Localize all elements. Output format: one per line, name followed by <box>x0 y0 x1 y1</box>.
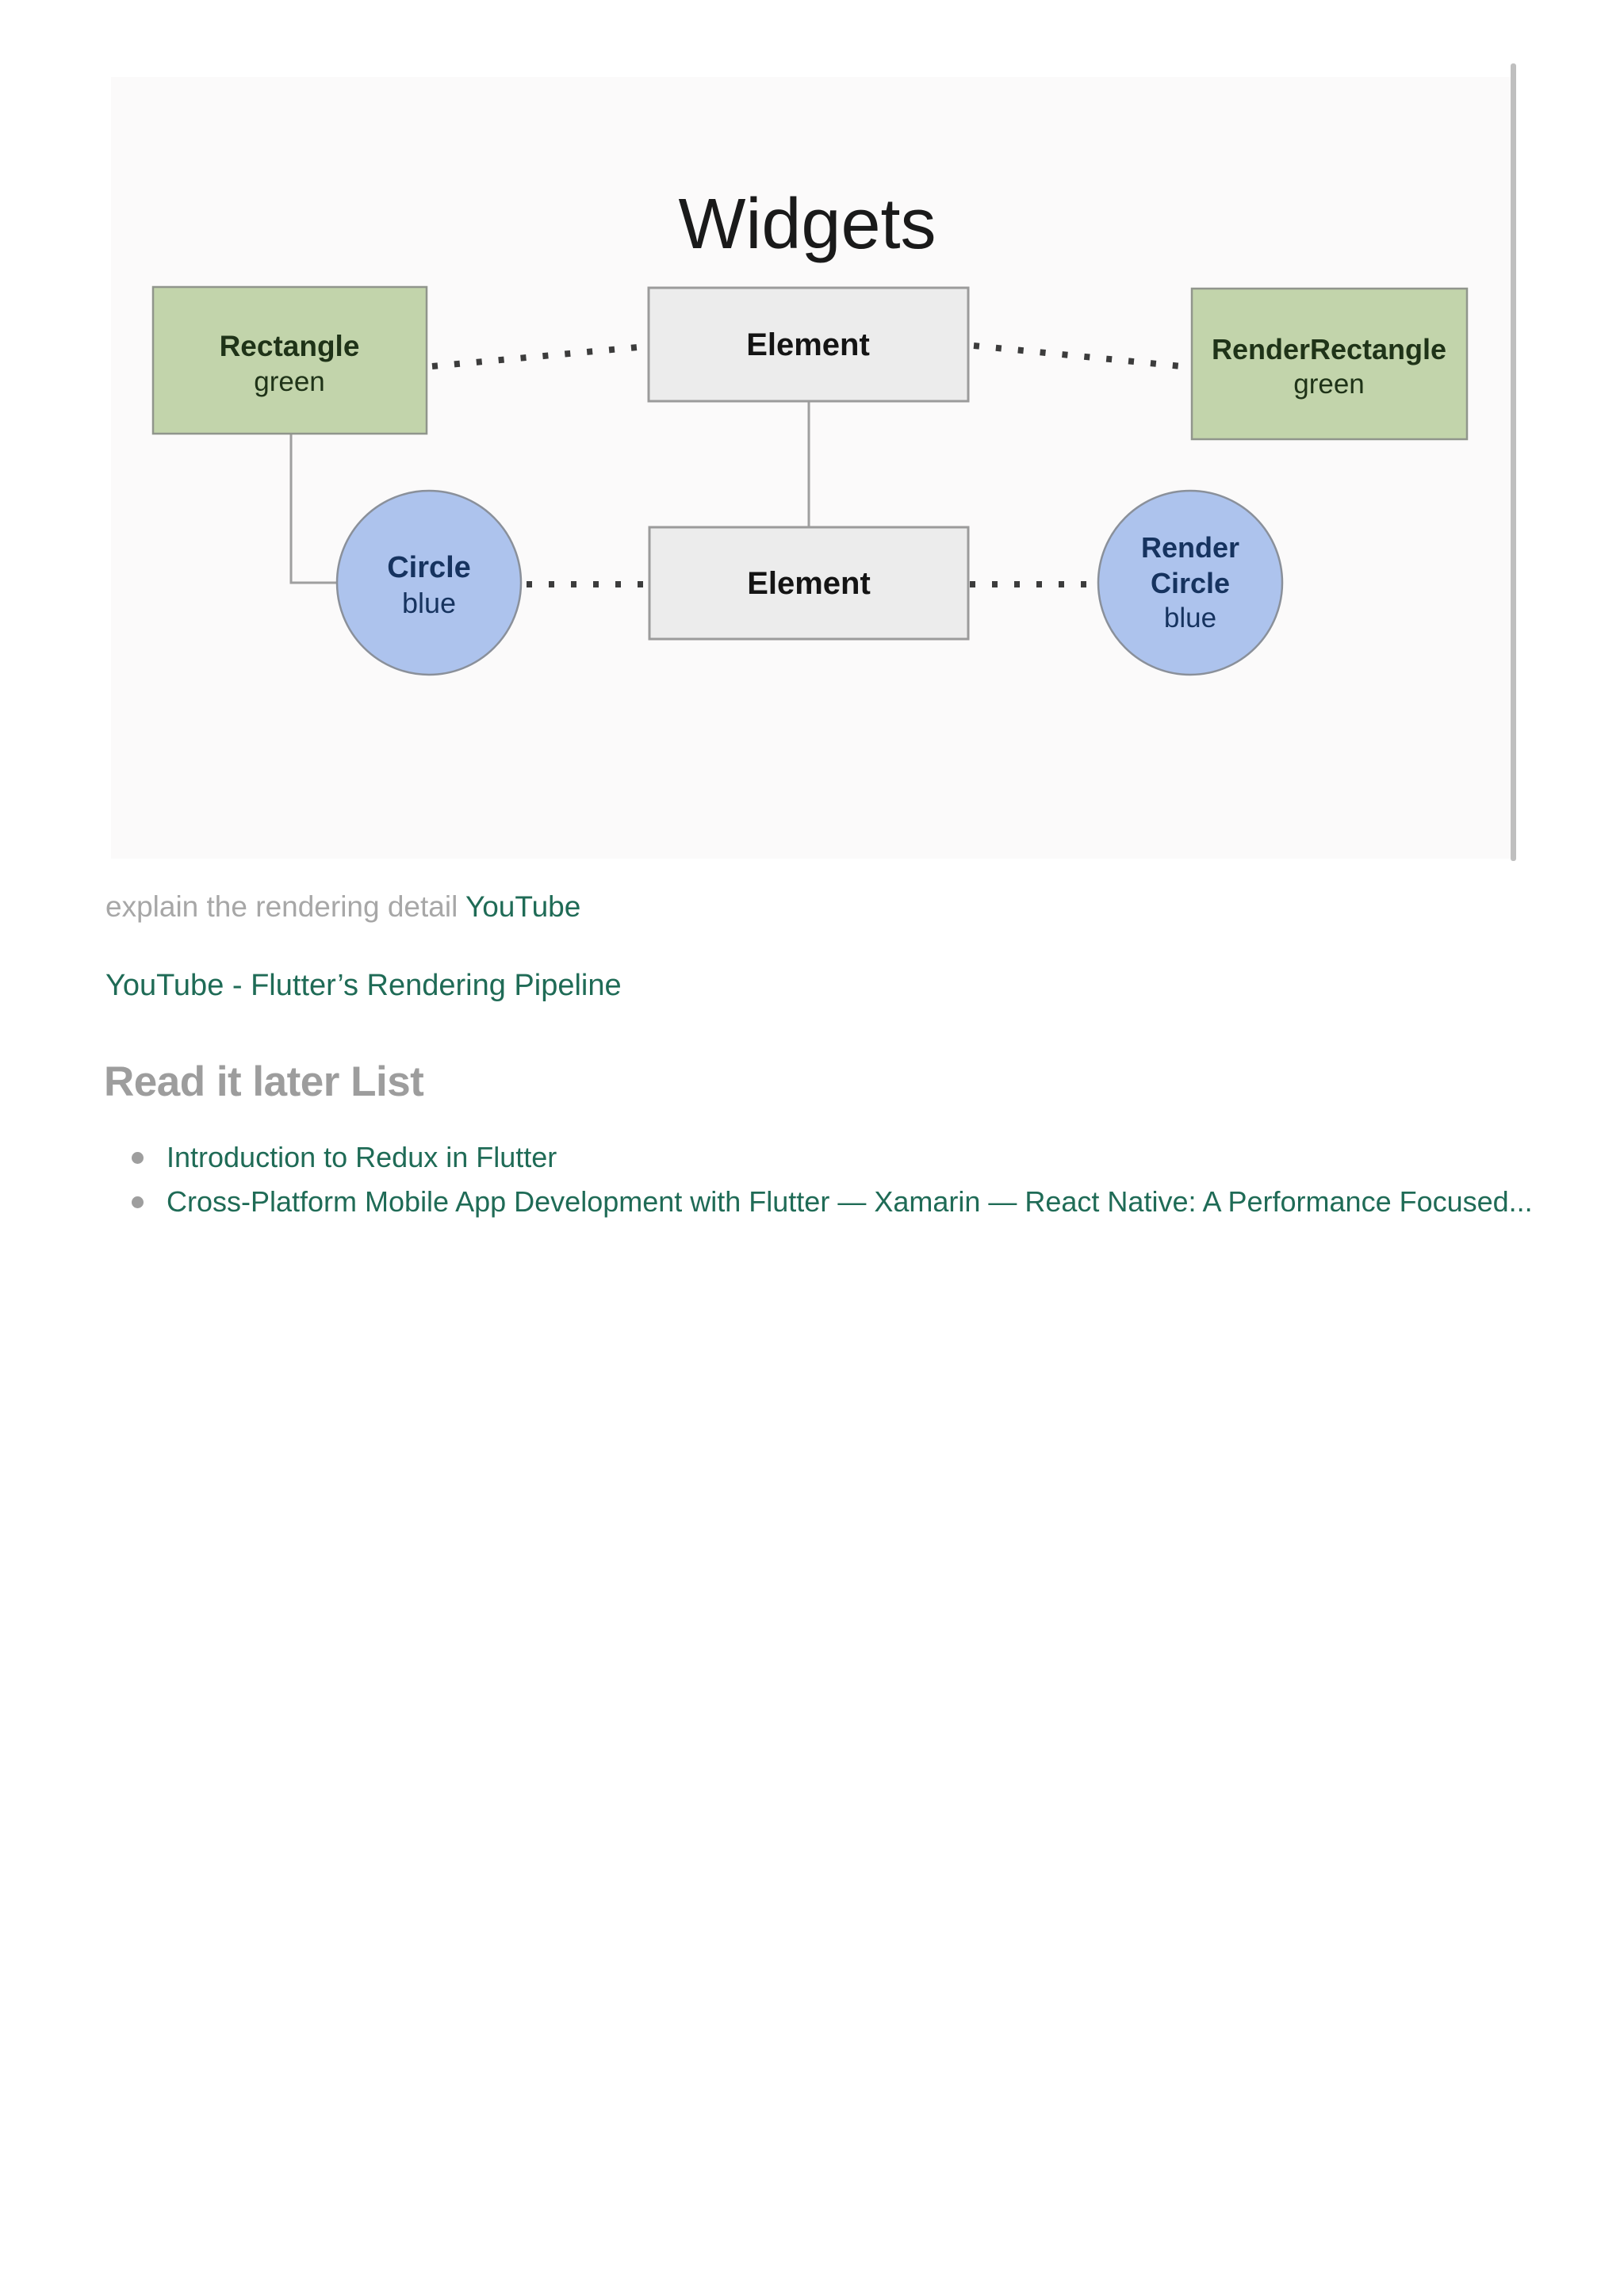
read-it-later-list: Introduction to Redux in Flutter Cross-P… <box>127 1135 1554 1224</box>
diagram-title: Widgets <box>678 185 936 264</box>
image-scrollbar[interactable] <box>1511 63 1516 861</box>
node-render-rectangle-label: RenderRectangle <box>1212 333 1446 365</box>
node-render-rectangle-sublabel: green <box>1293 369 1365 400</box>
node-rectangle <box>151 285 428 435</box>
list-item-link-redux[interactable]: Introduction to Redux in Flutter <box>167 1141 557 1173</box>
widgets-diagram: Widgets Rectangle green Element RenderRe… <box>151 185 1469 676</box>
node-render-rectangle <box>1190 287 1469 441</box>
node-render-circle-label: Render <box>1141 531 1239 564</box>
note-caption-line: explain the rendering detail YouTube <box>105 888 580 926</box>
dotted-connector-element-renderrectangle <box>973 342 1190 370</box>
node-rectangle-sublabel: green <box>254 366 325 397</box>
node-circle-sublabel: blue <box>402 587 456 619</box>
youtube-link[interactable]: YouTube <box>465 890 581 923</box>
node-rectangle-label: Rectangle <box>220 330 360 362</box>
node-render-circle <box>1097 489 1284 676</box>
bullet-icon <box>132 1196 144 1208</box>
node-element-top-label: Element <box>746 327 870 362</box>
node-render-circle-label2: Circle <box>1151 567 1230 599</box>
caption-gray-text: explain the rendering detail <box>105 890 458 923</box>
list-item-link-crossplatform[interactable]: Cross-Platform Mobile App Development wi… <box>167 1185 1533 1218</box>
solid-connector-rectangle-circle <box>289 434 337 584</box>
list-item: Introduction to Redux in Flutter <box>127 1135 1554 1180</box>
flutter-rendering-pipeline-link[interactable]: YouTube - Flutter’s Rendering Pipeline <box>105 969 622 1002</box>
node-element-bottom <box>648 526 970 641</box>
node-element-top <box>647 286 970 403</box>
node-circle <box>335 489 523 676</box>
embedded-diagram-image[interactable]: Widgets Rectangle green Element RenderRe… <box>111 77 1511 859</box>
node-render-circle-sublabel: blue <box>1164 603 1216 633</box>
read-it-later-heading: Read it later List <box>104 1058 424 1105</box>
node-circle-label: Circle <box>387 551 471 584</box>
list-item: Cross-Platform Mobile App Development wi… <box>127 1180 1554 1224</box>
dotted-connector-rectangle-element <box>431 343 647 369</box>
node-element-bottom-label: Element <box>747 566 871 601</box>
pipeline-link-line: YouTube - Flutter’s Rendering Pipeline <box>105 966 622 1005</box>
bullet-icon <box>132 1152 144 1164</box>
